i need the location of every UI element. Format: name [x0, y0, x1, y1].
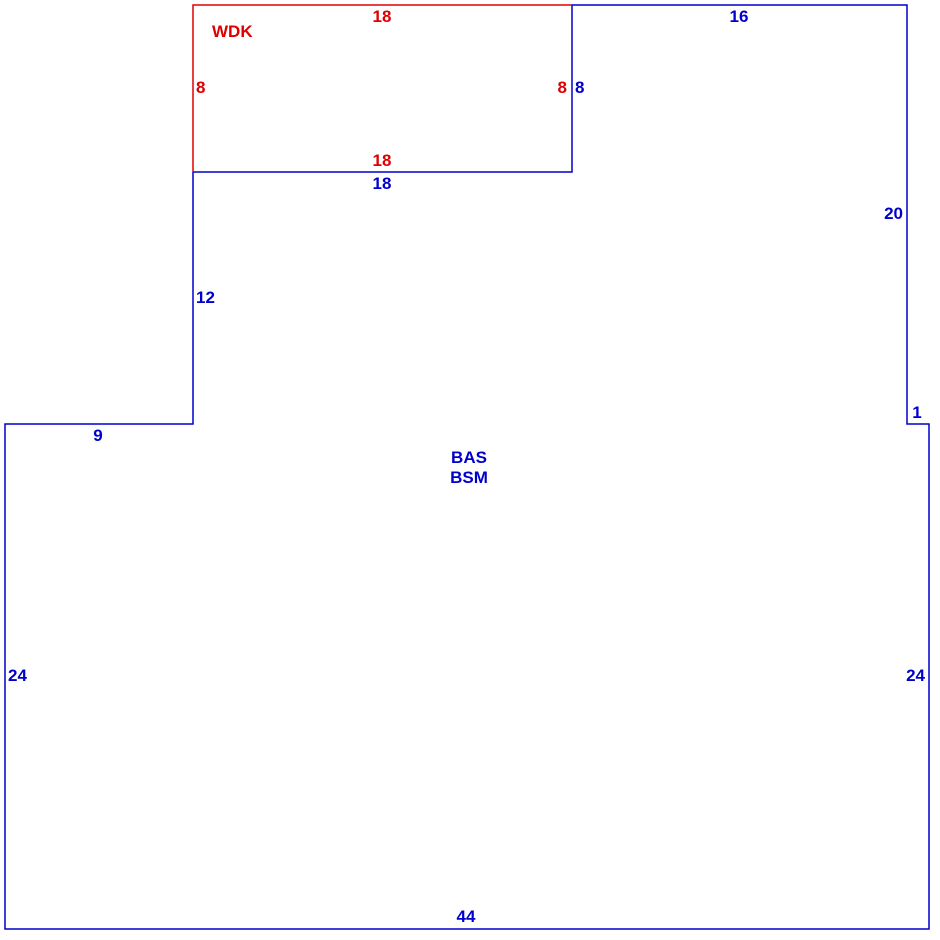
- deck-area-outline: [192, 4, 572, 172]
- deck-right-dimension: 8: [558, 78, 567, 97]
- main-area-label-bas: BAS: [451, 448, 487, 467]
- main-area-outline: [4, 4, 930, 930]
- main-top-dimension: 16: [730, 7, 749, 26]
- main-left-upper-dimension: 12: [196, 288, 215, 307]
- main-step-right-dimension: 1: [912, 403, 921, 422]
- deck-area-label: WDK: [212, 22, 253, 41]
- main-area-label-bsm: BSM: [450, 468, 488, 487]
- main-notch-right-dimension: 8: [575, 78, 584, 97]
- deck-top-dimension: 18: [373, 7, 392, 26]
- main-left-lower-dimension: 24: [8, 666, 27, 685]
- deck-left-dimension: 8: [196, 78, 205, 97]
- main-notch-bottom-dimension: 18: [373, 174, 392, 193]
- main-right-upper-dimension: 20: [884, 204, 903, 223]
- main-right-lower-dimension: 24: [906, 666, 925, 685]
- deck-bottom-dimension: 18: [373, 151, 392, 170]
- main-step-left-dimension: 9: [93, 426, 102, 445]
- main-bottom-dimension: 44: [457, 907, 476, 926]
